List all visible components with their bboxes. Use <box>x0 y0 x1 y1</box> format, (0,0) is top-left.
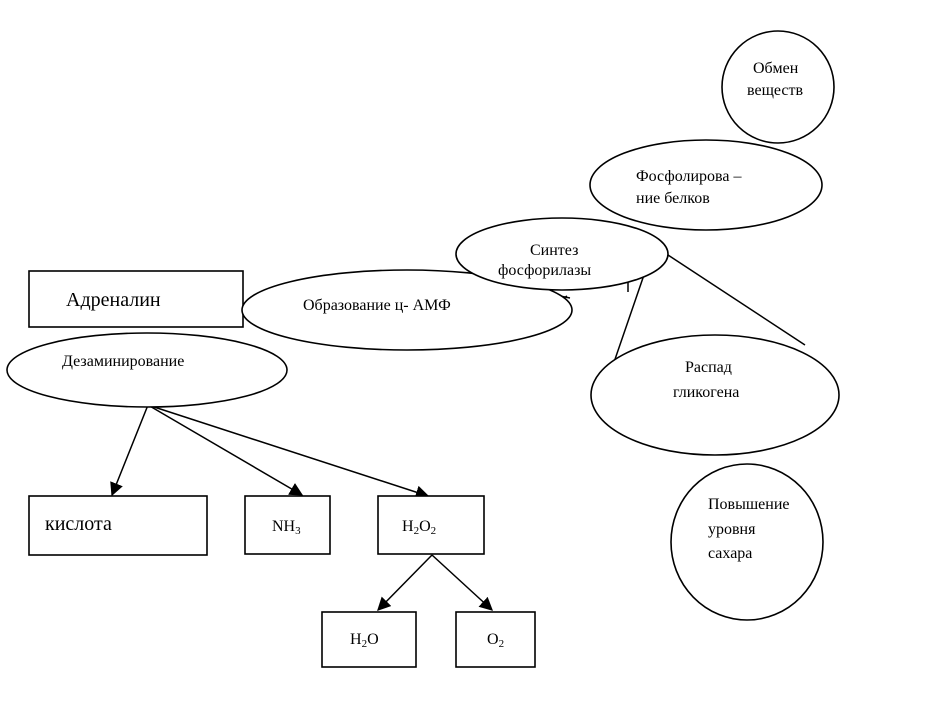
nh3-box <box>244 495 331 555</box>
sugar-increase-line1: Повышение <box>708 496 790 513</box>
deamination-label: Дезаминирование <box>62 353 184 370</box>
o2-label: O2 <box>487 631 504 650</box>
edge-deamination-h2o2 <box>147 404 430 499</box>
edge-synthesis-glycogen-right <box>667 254 806 346</box>
o2-box <box>455 611 536 668</box>
metabolism-circle <box>721 30 835 144</box>
protein-phosphorylation-line2: ние белков <box>636 190 710 207</box>
sugar-increase-circle <box>670 463 824 621</box>
phosphorylase-synthesis-line2: фосфорилазы <box>498 262 591 279</box>
edge-h2o2-o2 <box>431 554 493 611</box>
acid-box <box>28 495 208 556</box>
metabolism-line2: веществ <box>747 82 803 99</box>
glycogen-breakdown-line2: гликогена <box>673 384 739 401</box>
adrenalin-label: Адреналин <box>66 289 161 311</box>
acid-label: кислота <box>45 513 112 535</box>
phosphorylase-synthesis-ellipse <box>455 217 669 291</box>
glycogen-breakdown-ellipse <box>590 334 840 456</box>
metabolism-line1: Обмен <box>753 60 799 77</box>
phosphorylase-synthesis-line1: Синтез <box>530 242 578 259</box>
protein-phosphorylation-line1: Фосфолирова – <box>636 168 742 185</box>
edge-deamination-nh3 <box>147 404 304 496</box>
adrenalin-box <box>28 270 244 328</box>
edge-h2o2-h2o <box>377 554 433 611</box>
h2o-box <box>321 611 417 668</box>
h2o-label: H2O <box>350 631 379 650</box>
camp-formation-label: Образование ц- АМФ <box>303 297 451 314</box>
sugar-increase-line2: уровня <box>708 521 756 538</box>
deamination-ellipse <box>6 332 288 408</box>
sugar-increase-line3: сахара <box>708 545 752 562</box>
camp-formation-ellipse <box>241 269 573 351</box>
h2o2-label: H2O2 <box>402 518 436 537</box>
edge-synthesis-glycogen-left <box>611 271 646 369</box>
nh3-label: NH3 <box>272 518 301 537</box>
h2o2-box <box>377 495 485 555</box>
edge-deamination-acid <box>110 404 149 497</box>
glycogen-breakdown-line1: Распад <box>685 359 732 376</box>
edges <box>110 254 806 611</box>
protein-phosphorylation-ellipse <box>589 139 823 231</box>
